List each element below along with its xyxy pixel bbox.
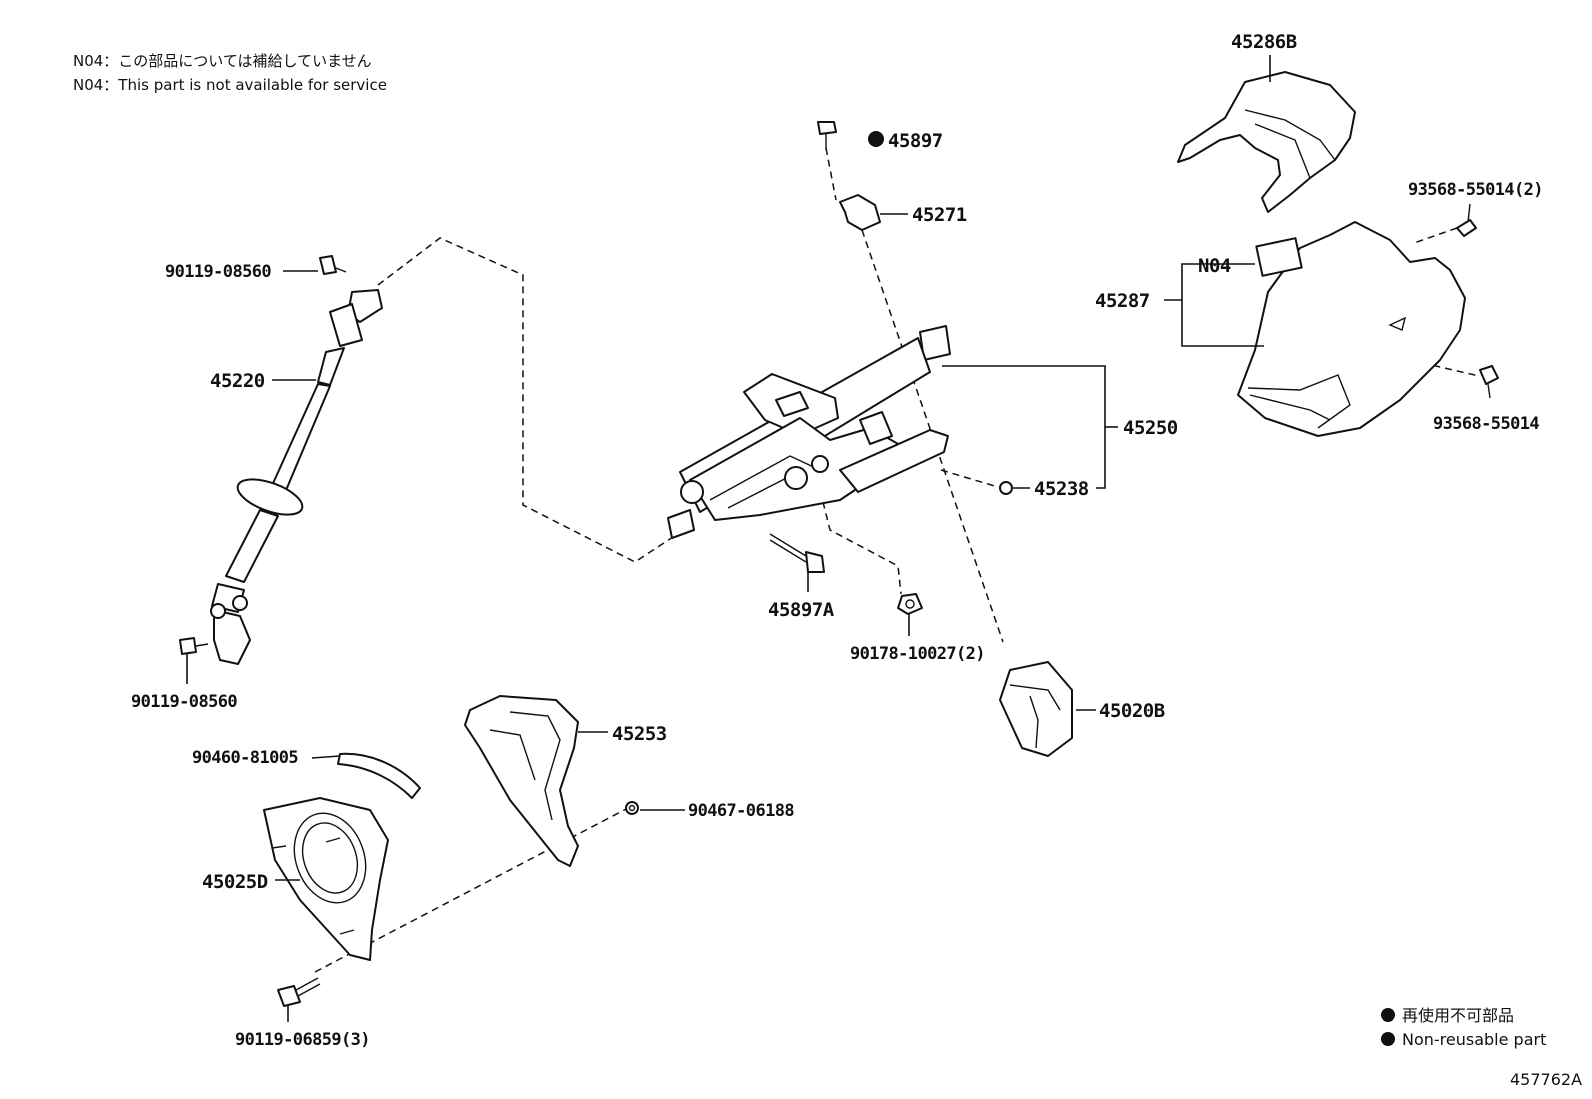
label-90460-81005: 90460-81005 — [192, 748, 298, 768]
legend-jp: 再使用不可部品 — [1402, 1006, 1514, 1025]
label-45287: 45287 — [1095, 290, 1150, 312]
screw-93568-55014[interactable] — [1479, 365, 1499, 399]
bolt-90119-06859[interactable] — [277, 977, 321, 1007]
legend-bullet-en — [1381, 1032, 1395, 1046]
band-90460-81005[interactable] — [337, 752, 421, 799]
label-90178-10027-2: 90178-10027(2) — [850, 644, 985, 664]
label-45271: 45271 — [912, 204, 967, 226]
legend-en: Non-reusable part — [1402, 1030, 1546, 1049]
label-45220: 45220 — [210, 370, 265, 392]
label-45286b: 45286B — [1231, 31, 1297, 53]
legend: 再使用不可部品 Non-reusable part — [1381, 1006, 1546, 1049]
label-45238: 45238 — [1034, 478, 1089, 500]
upper-column-cover-45286b[interactable] — [1177, 71, 1356, 213]
lock-housing-45020b[interactable] — [999, 661, 1073, 757]
column-cover-45253[interactable] — [464, 695, 579, 867]
bracket-45271[interactable] — [839, 194, 881, 231]
label-45253: 45253 — [612, 723, 667, 745]
label-45897a: 45897A — [768, 599, 835, 621]
label-90119-08560-bottom: 90119-08560 — [131, 692, 237, 712]
label-90467-06188: 90467-06188 — [688, 801, 794, 821]
label-90119-08560-top: 90119-08560 — [165, 262, 271, 282]
bolt-90119-08560-bottom[interactable] — [179, 637, 209, 655]
label-90119-06859-3: 90119-06859(3) — [235, 1030, 370, 1050]
legend-bullet-jp — [1381, 1008, 1395, 1022]
note-jp: N04：この部品については補給していません — [73, 52, 372, 70]
bolt-45897[interactable] — [817, 121, 837, 150]
label-93568-55014-2: 93568-55014(2) — [1408, 180, 1543, 200]
nut-90178-10027[interactable] — [897, 593, 923, 615]
label-45250: 45250 — [1123, 417, 1178, 439]
screw-93568-55014-2[interactable] — [1456, 203, 1477, 237]
label-n04: N04 — [1198, 255, 1231, 277]
intermediate-shaft-45220[interactable] — [210, 289, 383, 665]
bolt-90119-08560-top[interactable] — [319, 255, 347, 275]
label-45025d: 45025D — [202, 871, 268, 893]
clip-45238[interactable] — [999, 481, 1013, 495]
lower-column-cover-45287[interactable] — [1237, 221, 1466, 437]
non-reusable-mark-45897 — [868, 131, 884, 147]
label-45897: 45897 — [888, 130, 943, 152]
clip-90467-06188[interactable] — [625, 801, 639, 815]
hole-cover-45025d[interactable] — [263, 797, 389, 961]
label-45020b: 45020B — [1099, 700, 1165, 722]
steering-column-45250[interactable] — [667, 325, 951, 539]
note-en: N04：This part is not available for servi… — [73, 76, 387, 94]
label-93568-55014: 93568-55014 — [1433, 414, 1539, 434]
figure-id: 457762A — [1510, 1070, 1582, 1089]
leader-45287-bracket — [1181, 263, 1264, 347]
bolt-45897a[interactable] — [769, 533, 825, 573]
leader-45250-bracket — [942, 365, 1106, 489]
leader-90460-81005 — [311, 755, 341, 759]
